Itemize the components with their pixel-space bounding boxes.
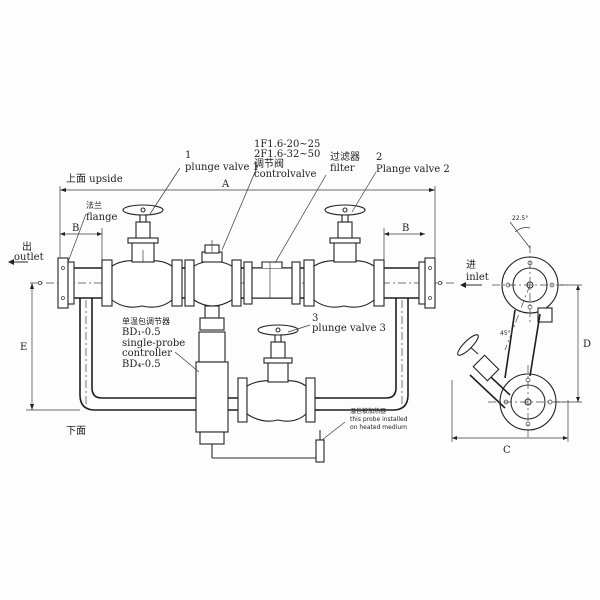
leader-lines bbox=[67, 164, 377, 441]
side-view bbox=[451, 221, 582, 442]
outlet-arrow bbox=[8, 259, 28, 265]
model-label-1: 1F1.6-20~25 bbox=[254, 139, 320, 150]
probe-label-en2: on heated medium bbox=[350, 424, 407, 431]
control-valve bbox=[184, 240, 242, 331]
outlet-flange bbox=[57, 257, 75, 309]
valve-2-label: Plange valve 2 bbox=[376, 164, 450, 175]
filter-label-en: filter bbox=[330, 163, 355, 174]
controller-label-en1: single-probe bbox=[122, 338, 185, 349]
dimension-c-label: C bbox=[503, 445, 511, 456]
top-angle-label: 22.5° bbox=[512, 215, 528, 222]
valve-2-number: 2 bbox=[376, 152, 382, 163]
filter-label-cn: 过滤器 bbox=[330, 150, 360, 163]
controller-label-bd4: BD₄-0.5 bbox=[122, 359, 161, 370]
outlet-hole bbox=[38, 281, 42, 285]
valve-3-number: 3 bbox=[312, 313, 318, 324]
dimension-a-label: A bbox=[221, 179, 230, 190]
upside-label: 上面 upside bbox=[66, 173, 123, 185]
model-label-2: 2F1.6-32~50 bbox=[254, 149, 320, 160]
flange-label-cn: 法兰 bbox=[86, 200, 102, 210]
outlet-label-en: outlet bbox=[14, 252, 44, 263]
controller-label-cn: 单温包调节器 bbox=[122, 316, 170, 326]
dimension-e-label: E bbox=[20, 342, 27, 353]
inlet-flange bbox=[418, 257, 436, 309]
inlet-label-cn: 进 bbox=[466, 259, 476, 271]
mid-angle-label: 45° bbox=[500, 330, 511, 337]
dimension-e bbox=[26, 283, 80, 411]
controller-label-en2: controller bbox=[122, 348, 172, 359]
inlet-arrow bbox=[460, 282, 482, 288]
valve-1-number: 1 bbox=[185, 150, 191, 161]
outlet-label-cn: 出 bbox=[22, 240, 32, 253]
dimension-d-label: D bbox=[583, 339, 591, 350]
dimension-b-left-label: B bbox=[72, 223, 79, 234]
dimension-b-left bbox=[60, 228, 103, 260]
flange-label-en: flange bbox=[86, 212, 117, 223]
bypass-loop bbox=[79, 298, 409, 411]
dimension-b-right-label: B bbox=[402, 223, 409, 234]
control-valve-label-en: controlvalve bbox=[254, 169, 317, 180]
dimension-b-right bbox=[383, 228, 425, 260]
probe-label-en1: this probe installed bbox=[350, 416, 408, 423]
valve-1-label: plunge valve 1 bbox=[185, 162, 259, 173]
valve-3-label: plunge valve 3 bbox=[312, 323, 386, 334]
inlet-hole bbox=[438, 281, 442, 285]
controller-label-bd1: BD₁-0.5 bbox=[122, 327, 161, 338]
plange-valve-2 bbox=[303, 204, 385, 308]
temperature-controller bbox=[195, 331, 325, 463]
probe-label-cn: 温包被加热器 bbox=[350, 407, 386, 415]
filter bbox=[243, 261, 301, 305]
main-pipe bbox=[30, 267, 455, 299]
control-valve-label-cn: 调节阀 bbox=[254, 157, 284, 170]
inlet-label-en: inlet bbox=[466, 272, 489, 283]
plunge-valve-1 bbox=[101, 204, 183, 308]
downside-label: 下面 bbox=[66, 426, 86, 437]
plunge-valve-3 bbox=[190, 324, 320, 423]
